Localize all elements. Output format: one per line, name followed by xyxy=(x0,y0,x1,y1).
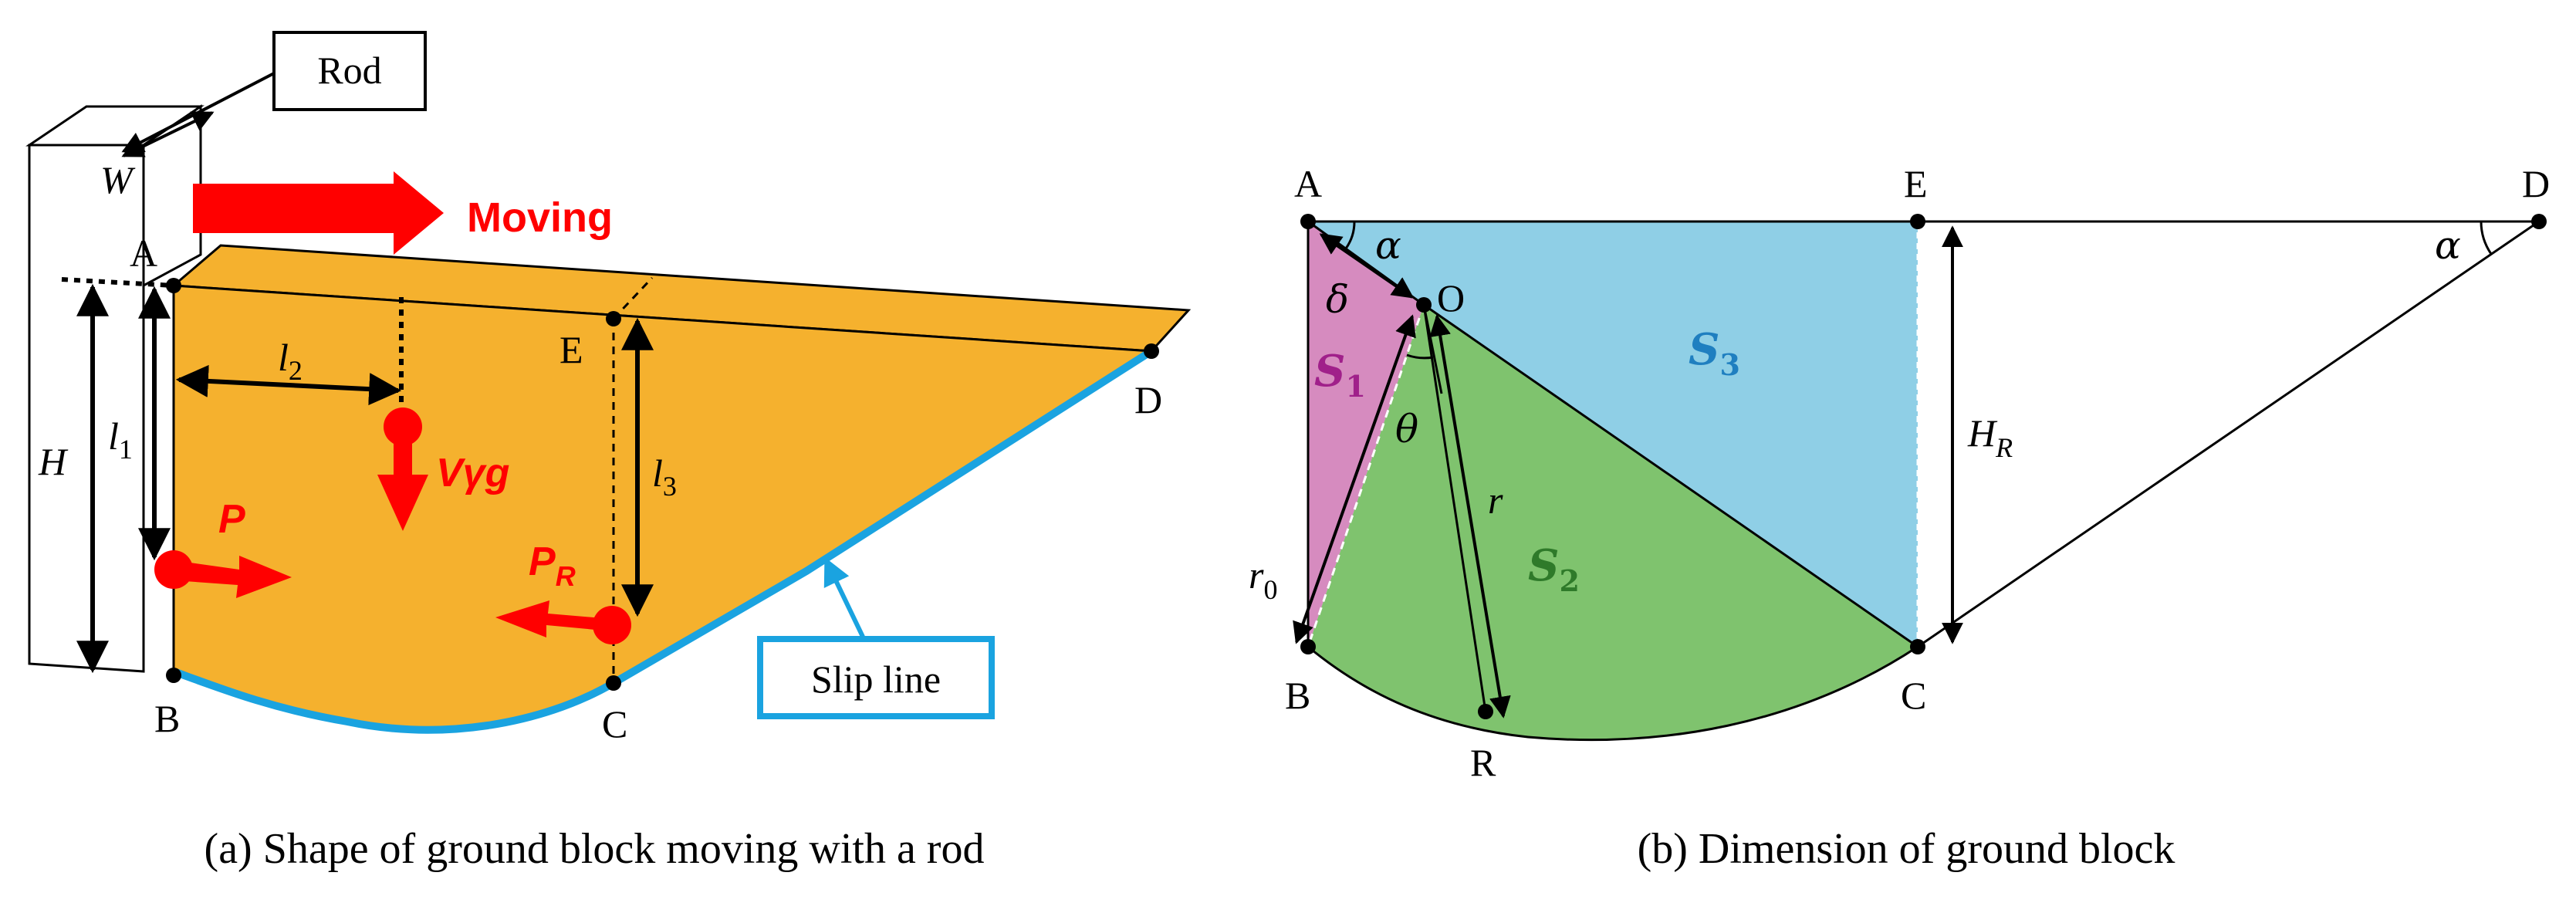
force-p-label: P xyxy=(218,497,245,542)
dim-delta xyxy=(1319,233,1415,299)
label-a: A xyxy=(130,232,157,275)
angle-theta xyxy=(1406,353,1434,360)
weight-label: Vγg xyxy=(436,451,509,495)
angle-alpha-left xyxy=(1344,221,1356,249)
dim-l2 xyxy=(175,364,402,406)
point-o xyxy=(1416,297,1432,313)
label-r0: r0 xyxy=(1249,553,1277,605)
label-c-b: C xyxy=(1901,674,1926,717)
point-b-b xyxy=(1300,639,1316,654)
dim-r0 xyxy=(1293,314,1416,644)
force-pr-arrow xyxy=(495,600,612,637)
label-w: W xyxy=(100,158,136,201)
caption-a: (a) Shape of ground block moving with a … xyxy=(205,825,985,873)
point-d xyxy=(1144,343,1159,359)
label-d: D xyxy=(1134,378,1162,421)
dashed-line-e-top xyxy=(612,276,654,320)
label-b: B xyxy=(154,697,180,740)
moving-label: Moving xyxy=(467,194,613,241)
rod-pointer xyxy=(121,72,275,153)
label-a-b: A xyxy=(1294,162,1322,205)
slip-line-label: Slip line xyxy=(811,658,941,701)
label-c: C xyxy=(602,702,627,746)
point-e xyxy=(606,311,621,326)
force-pr-label: PR xyxy=(529,539,576,592)
label-alpha-right: α xyxy=(2435,223,2461,268)
weight-arrow xyxy=(377,427,428,531)
label-l3: l3 xyxy=(652,451,677,502)
point-c xyxy=(606,675,621,691)
moving-arrow xyxy=(193,171,444,255)
label-l2: l2 xyxy=(278,336,303,386)
slip-line-label-box xyxy=(757,636,995,719)
caption-b: (b) Dimension of ground block xyxy=(1638,825,2175,873)
slip-line-pointer xyxy=(823,556,865,638)
block-front-face xyxy=(172,284,1155,732)
point-r xyxy=(1478,704,1493,719)
label-s3: S3 xyxy=(1689,324,1740,382)
point-d-b xyxy=(2531,214,2547,229)
diagram-b: A E D O B C R α α θ δ r r0 HR S1 S2 S3 xyxy=(1249,162,2550,784)
angle-alpha-right xyxy=(2480,221,2493,255)
point-a-b xyxy=(1300,214,1316,229)
label-o: O xyxy=(1437,276,1465,320)
point-e-b xyxy=(1910,214,1925,229)
label-r-dim: r xyxy=(1488,478,1503,522)
label-h: H xyxy=(38,440,69,483)
force-p-arrow xyxy=(174,556,292,598)
label-delta: δ xyxy=(1326,277,1349,322)
label-s1: S1 xyxy=(1314,346,1366,404)
label-s2: S2 xyxy=(1528,540,1580,598)
label-theta: θ xyxy=(1395,407,1418,451)
label-alpha-left: α xyxy=(1375,223,1401,268)
rod-label-box xyxy=(272,31,427,111)
label-l1: l1 xyxy=(108,414,133,465)
label-d-b: D xyxy=(2522,162,2550,205)
slip-line-curve xyxy=(172,347,1154,734)
label-b-b: B xyxy=(1285,674,1310,717)
rod-label: Rod xyxy=(317,49,381,92)
diagram-a: Rod Slip line Moving P Vγg PR A B C D E … xyxy=(25,31,1192,746)
point-b xyxy=(166,668,181,683)
label-e: E xyxy=(559,328,583,371)
label-e-b: E xyxy=(1904,162,1928,205)
line-dc xyxy=(1917,220,2540,648)
dim-r xyxy=(1429,314,1511,719)
arc-bc xyxy=(1307,645,1918,742)
point-c-b xyxy=(1910,639,1925,654)
label-hr: HR xyxy=(1967,411,2013,463)
point-a xyxy=(166,278,181,293)
label-r: R xyxy=(1470,741,1496,784)
